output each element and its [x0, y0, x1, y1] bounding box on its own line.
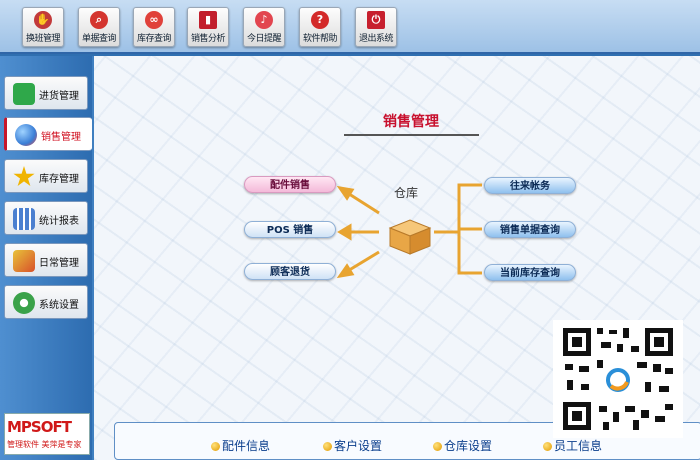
inventory-query-button[interactable]: ∞ 库存查询 [133, 7, 175, 47]
arrow-head [337, 223, 352, 241]
arrow-head [336, 263, 355, 279]
accounts-button[interactable]: 往来帐务 [484, 177, 576, 194]
warehouse-box-icon [388, 219, 432, 255]
exit-icon: ⏻ [367, 11, 385, 29]
bell-icon: ♪ [255, 11, 273, 29]
page-title: 销售管理 [383, 114, 439, 130]
bullet-icon [433, 442, 442, 451]
logo-mark: MPSOFT [7, 418, 72, 436]
bar-chart-icon: ▮ [199, 11, 217, 29]
company-logo: MPSOFT 管理软件 美萍是专家 [4, 413, 90, 455]
handshake-icon: ✋ [34, 11, 52, 29]
bullet-icon [211, 442, 220, 451]
software-help-button[interactable]: ? 软件帮助 [299, 7, 341, 47]
warehouse-label: 仓库 [394, 186, 419, 200]
quick-link-staff-info[interactable]: 员工信息 [543, 437, 602, 454]
title-divider [344, 134, 479, 136]
bullet-icon [323, 442, 332, 451]
pos-sales-button[interactable]: POS 销售 [244, 221, 336, 238]
gear-icon [13, 292, 35, 314]
flow-connectors [336, 183, 482, 279]
arrow-to-returns [345, 250, 380, 274]
document-query-button[interactable]: ⌕ 单据查询 [78, 7, 120, 47]
main-panel: 销售管理 配件销售 POS 销售 顾客退货 仓库 往来帐务 销售单据查询 当前库… [92, 56, 700, 460]
sidebar-item-inventory[interactable]: 库存管理 [4, 159, 88, 193]
qr-code [553, 320, 683, 438]
stats-icon [13, 208, 35, 230]
molecule-icon: ∞ [145, 11, 163, 29]
current-inventory-query-button[interactable]: 当前库存查询 [484, 264, 576, 281]
qr-pattern [559, 324, 677, 434]
exit-system-button[interactable]: ⏻ 退出系统 [355, 7, 397, 47]
main-toolbar: ✋ 换班管理 ⌕ 单据查询 ∞ 库存查询 ▮ 销售分析 ♪ 今日提醒 ? 软件帮… [0, 0, 700, 54]
sidebar: 进货管理 销售管理 库存管理 统计报表 日常管理 系统设置 MPSOFT 管理软… [0, 56, 92, 460]
quick-link-parts-info[interactable]: 配件信息 [211, 437, 270, 454]
sidebar-item-sales[interactable]: 销售管理 [4, 117, 92, 151]
quick-link-warehouse-settings[interactable]: 仓库设置 [433, 437, 492, 454]
today-reminder-button[interactable]: ♪ 今日提醒 [243, 7, 285, 47]
sales-document-query-button[interactable]: 销售单据查询 [484, 221, 576, 238]
plus-icon [13, 83, 35, 105]
shift-management-button[interactable]: ✋ 换班管理 [22, 7, 64, 47]
parts-sales-button[interactable]: 配件销售 [244, 176, 336, 193]
sidebar-item-reports[interactable]: 统计报表 [4, 201, 88, 235]
magnifier-icon: ⌕ [90, 11, 108, 29]
globe-icon [15, 124, 37, 146]
question-icon: ? [311, 11, 329, 29]
bullet-icon [543, 442, 552, 451]
customer-return-button[interactable]: 顾客退货 [244, 263, 336, 280]
sales-analysis-button[interactable]: ▮ 销售分析 [187, 7, 229, 47]
arrow-to-parts-sales [345, 190, 380, 215]
quick-link-customer-settings[interactable]: 客户设置 [323, 437, 382, 454]
sidebar-item-purchase[interactable]: 进货管理 [4, 76, 88, 110]
sidebar-item-daily[interactable]: 日常管理 [4, 243, 88, 277]
arrow-head [336, 185, 355, 201]
logo-tagline: 管理软件 美萍是专家 [7, 440, 82, 449]
star-icon [13, 166, 35, 187]
tools-icon [13, 250, 35, 272]
sidebar-item-settings[interactable]: 系统设置 [4, 285, 88, 319]
